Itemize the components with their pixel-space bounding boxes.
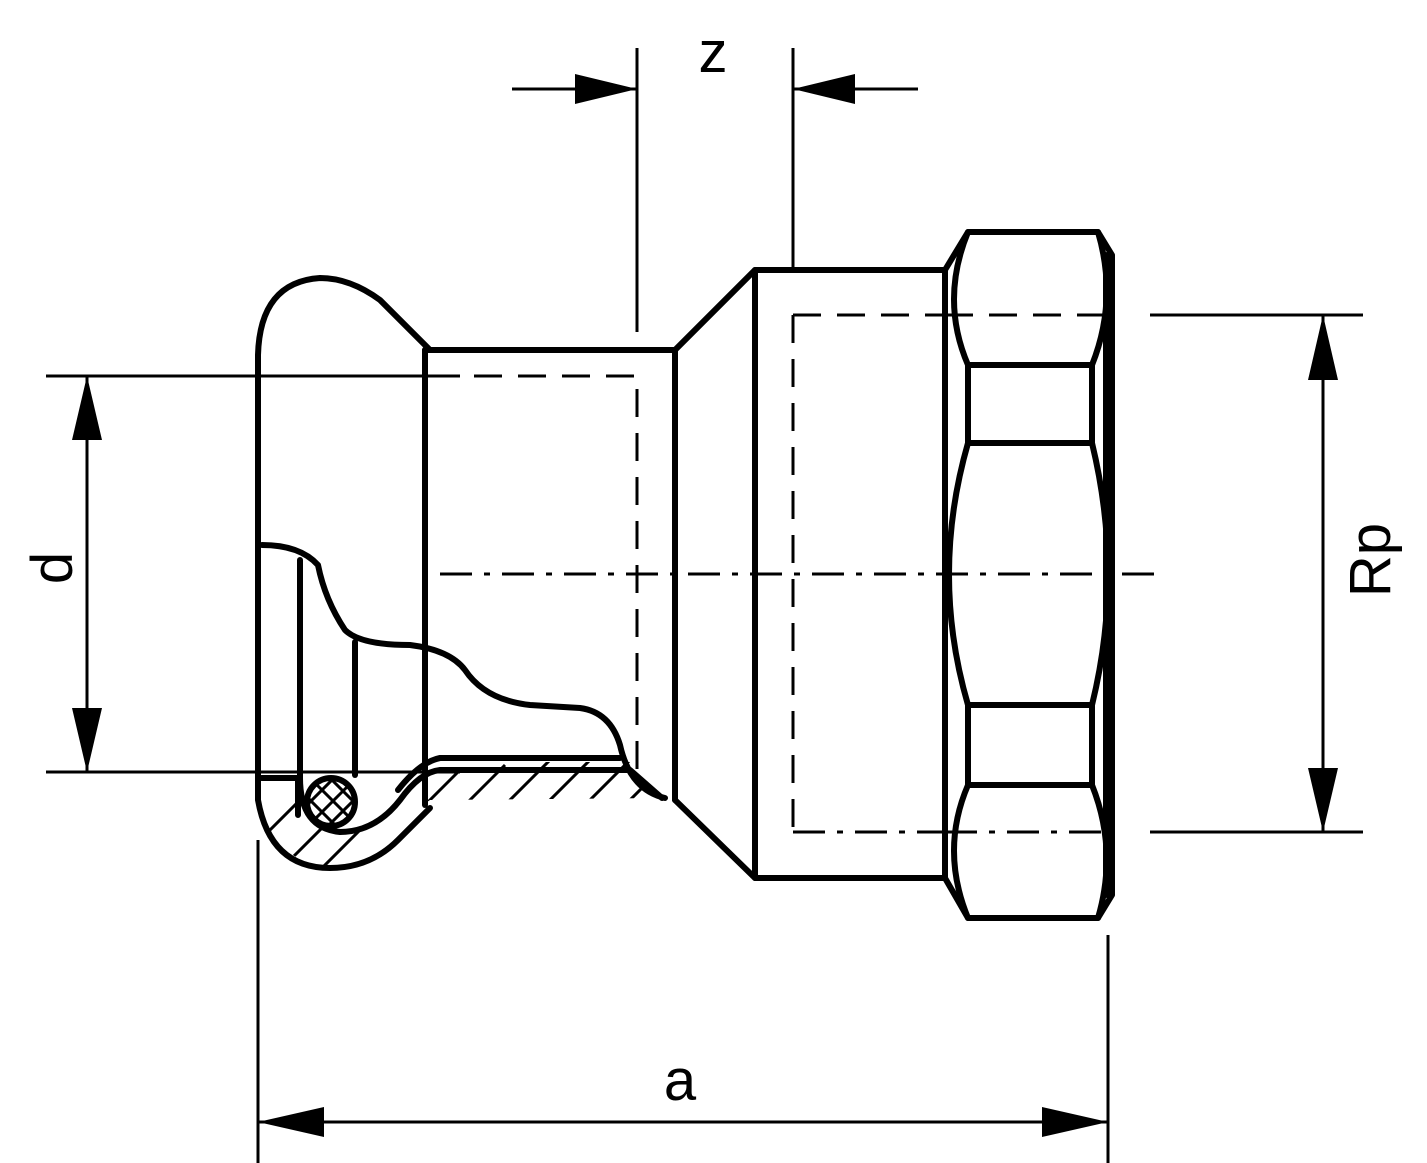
hex-nut-outline <box>942 229 1116 921</box>
break-line <box>259 542 668 801</box>
press-end-outline <box>255 275 433 871</box>
dimension-label-a: a <box>664 1048 697 1113</box>
rp-arrow-bottom <box>1308 768 1338 832</box>
a-arrow-right <box>1042 1107 1108 1137</box>
dimension-a: a <box>256 840 1110 1163</box>
pipe-insertion-hidden-line <box>430 374 639 770</box>
d-arrow-top <box>72 376 102 440</box>
section-cutaway <box>259 542 668 868</box>
taper-bottom <box>672 797 758 881</box>
dimension-d: d <box>20 374 460 774</box>
taper-top <box>672 267 758 353</box>
a-arrow-left <box>258 1107 324 1137</box>
z-arrow-right <box>793 74 855 104</box>
hex-band-top <box>965 362 1095 446</box>
dimension-label-z: z <box>699 20 728 85</box>
dimension-rp: Rp <box>1150 313 1403 834</box>
dimension-label-d: d <box>20 552 85 584</box>
z-arrow-left <box>575 74 637 104</box>
dimension-label-rp: Rp <box>1338 523 1403 597</box>
hex-band-bottom <box>965 702 1095 788</box>
hex-face-bottom <box>951 782 1110 921</box>
dimension-z: z <box>512 20 918 332</box>
d-arrow-bottom <box>72 708 102 772</box>
rp-arrow-top <box>1308 315 1338 380</box>
threaded-body <box>752 267 948 881</box>
hidden-lines <box>430 313 1108 834</box>
hex-face-top <box>951 229 1110 368</box>
